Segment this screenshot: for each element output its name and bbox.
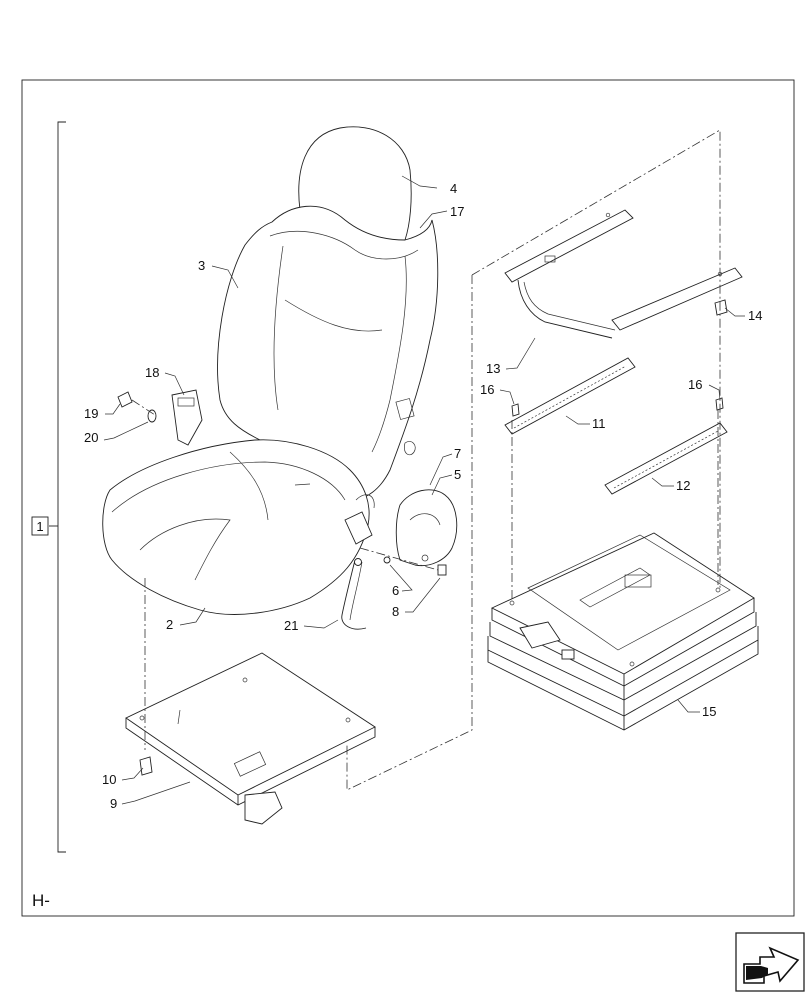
callout-5: 5	[454, 467, 461, 482]
callout-10: 10	[102, 772, 116, 787]
next-page-arrow-icon[interactable]	[735, 932, 805, 992]
callout-14: 14	[748, 308, 762, 323]
diagram-frame	[21, 79, 795, 917]
callout-17: 17	[450, 204, 464, 219]
callout-3: 3	[198, 258, 205, 273]
callout-4: 4	[450, 181, 457, 196]
callout-19: 19	[84, 406, 98, 421]
base-plate-drawing	[125, 652, 376, 825]
callout-13: 13	[486, 361, 500, 376]
callout-labels: 4 17 3 18 19 20 7 5 6 8 2 21 13 14 16 11…	[84, 181, 762, 811]
group-label: 1	[36, 519, 43, 534]
slide-rails-drawing	[504, 209, 743, 495]
group-bracket	[57, 121, 66, 853]
callout-6: 6	[392, 583, 399, 598]
callout-9: 9	[110, 796, 117, 811]
callout-15: 15	[702, 704, 716, 719]
callout-8: 8	[392, 604, 399, 619]
callout-21: 21	[284, 618, 298, 633]
callout-7: 7	[454, 446, 461, 461]
group-label-box	[31, 516, 49, 536]
seat-assembly-drawing	[102, 126, 458, 630]
callout-2: 2	[166, 617, 173, 632]
callout-16-left: 16	[480, 382, 494, 397]
suspension-drawing	[487, 532, 759, 731]
callout-18: 18	[145, 365, 159, 380]
callout-16-right: 16	[688, 377, 702, 392]
callout-11: 11	[592, 416, 606, 431]
callout-20: 20	[84, 430, 98, 445]
callout-12: 12	[676, 478, 690, 493]
frame-label: H-	[32, 891, 50, 910]
assembly-guide-lines	[131, 129, 721, 791]
leader-lines	[103, 175, 745, 805]
